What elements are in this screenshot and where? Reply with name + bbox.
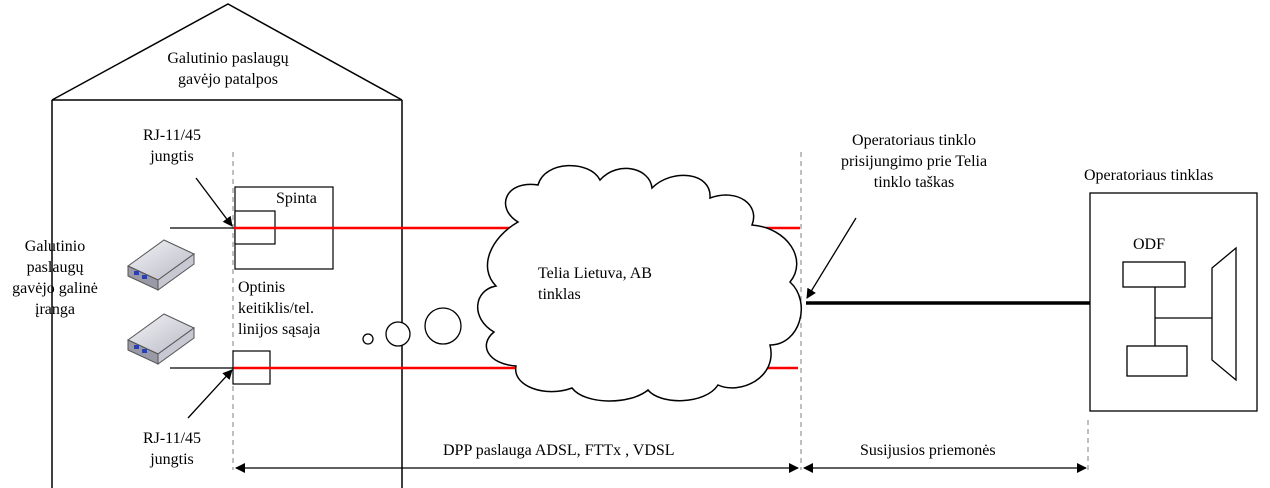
connection-point-label: Operatoriaus tinklo prisijungimo prie Te… bbox=[840, 132, 988, 191]
dpp-service-label: DPP paslauga ADSL, FTTx , VDSL bbox=[443, 442, 675, 459]
odf-label: ODF bbox=[1133, 236, 1166, 253]
modem-icon bbox=[127, 313, 195, 365]
operator-network-label: Operatoriaus tinklas bbox=[1084, 167, 1214, 184]
related-means-label: Susijusios priemonės bbox=[860, 442, 996, 459]
device-cables bbox=[170, 227, 234, 369]
pointer-rj-top bbox=[195, 177, 233, 227]
rj-top-label: RJ-11/45 jungtis bbox=[142, 127, 202, 165]
cabinet-label: Spinta bbox=[276, 190, 317, 207]
premises-label: Galutinio paslaugų gavėjo patalpos bbox=[167, 50, 289, 88]
pointer-rj-bottom bbox=[187, 369, 233, 419]
trail-circle-large bbox=[424, 307, 462, 345]
telia-network-cloud bbox=[476, 164, 803, 402]
pointer-connection-point bbox=[806, 217, 857, 299]
cloud-label: Telia Lietuva, AB tinklas bbox=[538, 265, 652, 303]
cloud-trail bbox=[362, 307, 462, 347]
trail-circle-small bbox=[362, 333, 374, 345]
connector-pointers bbox=[187, 177, 233, 419]
operator-network-box bbox=[1089, 192, 1258, 412]
odf-block-bottom bbox=[1126, 345, 1188, 377]
trail-circle-medium bbox=[385, 321, 411, 347]
boundary-dividers bbox=[232, 152, 1089, 470]
odf-panel bbox=[1211, 246, 1237, 382]
rj-bottom-label: RJ-11/45 jungtis bbox=[142, 430, 202, 468]
modem-icon bbox=[127, 239, 195, 291]
end-equipment-label: Galutinio paslaugų gavėjo galinė įranga bbox=[12, 238, 98, 318]
odf-block-top bbox=[1122, 261, 1186, 288]
premises-house bbox=[51, 3, 403, 488]
converter-label: Optinis keitiklis/tel. linijos sąsaja bbox=[238, 279, 321, 338]
